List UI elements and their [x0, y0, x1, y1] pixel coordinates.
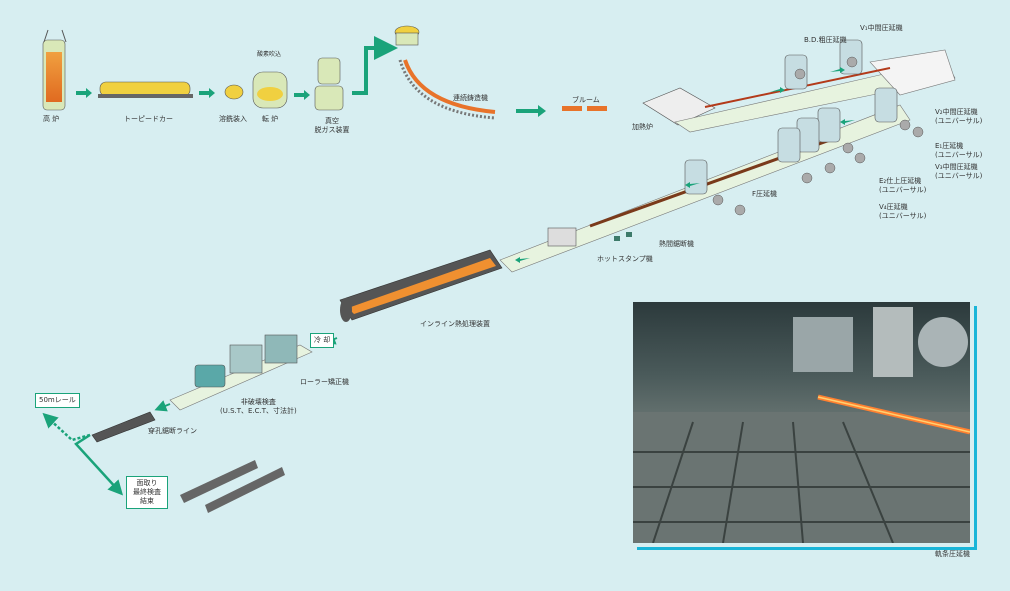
label-v3-mill: V₃中間圧延機(ユニバーサル): [935, 163, 982, 181]
roller-straightener-icon: [264, 334, 298, 364]
v4-name: V₄圧延機: [879, 203, 908, 211]
rail-mill-photo: [633, 302, 970, 543]
label-blast-furnace: 高 炉: [43, 115, 60, 123]
v4-sub: (ユニバーサル): [879, 212, 927, 220]
label-hot-saw: 熱間鋸断機: [659, 240, 694, 248]
v2-sub: (ユニバーサル): [935, 117, 983, 125]
ladle-icon: [224, 84, 244, 100]
label-drilling-sawing-line: 穿孔鋸断ライン: [148, 427, 197, 435]
label-torpedo-car: トーピードカー: [124, 115, 173, 123]
ndt-sub: (U.S.T、E.C.T、寸法計): [220, 407, 297, 415]
photo-caption: 軌条圧延機: [935, 550, 970, 558]
final-inspection: 最終検査: [133, 488, 161, 496]
label-bloom: ブルーム: [572, 96, 600, 104]
final-bundling: 結束: [140, 497, 154, 505]
label-f-mill: F圧延機: [752, 190, 778, 198]
final-chamfer: 面取り: [136, 479, 158, 487]
label-v2-mill: V₂中間圧延機(ユニバーサル): [935, 108, 982, 126]
drilling-sawing-line-icon: [91, 411, 156, 443]
label-hot-metal-charging: 溶銑装入: [219, 115, 247, 123]
hot-saw-icon: [614, 236, 620, 241]
e2-sub: (ユニバーサル): [879, 186, 927, 194]
vacuum-degasser-icon: [314, 57, 344, 111]
flow-arrows: [76, 88, 546, 117]
inline-heat-treatment-icon: [339, 249, 503, 322]
label-v1-mill: V₁中間圧延機: [860, 24, 903, 32]
cooling-bed: [869, 49, 956, 96]
v3-name: V₃中間圧延機: [935, 163, 978, 171]
label-converter: 転 炉: [262, 115, 279, 123]
label-vacuum: 真空: [325, 117, 339, 125]
ndt-name: 非破壊検査: [240, 398, 276, 406]
continuous-caster-icon: [394, 25, 496, 120]
mill-motors: [712, 56, 924, 216]
v2-name: V₂中間圧延機: [935, 108, 978, 116]
label-v4-mill: V₄圧延機(ユニバーサル): [879, 203, 926, 221]
e1-sub: (ユニバーサル): [935, 151, 983, 159]
label-50m-rail: 50mレール: [35, 393, 80, 408]
photo-frame: [637, 306, 977, 550]
torpedo-car-icon: [98, 81, 193, 98]
label-cooling: 冷 却: [310, 333, 335, 348]
label-degassing: 脱ガス装置: [314, 126, 350, 134]
label-oxygen-blowing: 酸素吹込: [257, 51, 282, 58]
reheating-furnace-icon: [642, 87, 716, 126]
label-roller-straightener: ローラー矯正機: [300, 378, 349, 386]
v3-sub: (ユニバーサル): [935, 172, 983, 180]
label-ndt: 非破壊検査(U.S.T、E.C.T、寸法計): [220, 398, 297, 416]
label-inline-heat-treatment: インライン熱処理装置: [420, 320, 490, 328]
rail-bundle-icon: [180, 460, 258, 503]
e1-name: E₁圧延機: [935, 142, 964, 150]
ndt-icon: [194, 364, 226, 388]
hot-stamp-icon: [547, 227, 577, 247]
converter-icon: [252, 71, 288, 109]
label-reheating-furnace: 加熱炉: [632, 123, 653, 131]
blast-furnace-icon: [42, 29, 67, 111]
bloom-icon: [562, 106, 582, 111]
label-e2-mill: E₂仕上圧延機(ユニバーサル): [879, 177, 926, 195]
label-vacuum-degassing: 真空脱ガス装置: [310, 117, 354, 135]
label-final-inspection: 面取り最終検査結束: [126, 476, 168, 509]
label-e1-mill: E₁圧延機(ユニバーサル): [935, 142, 982, 160]
label-hot-stamp: ホットスタンプ機: [597, 255, 653, 263]
e2-name: E₂仕上圧延機: [879, 177, 922, 185]
label-continuous-caster: 連続鋳造機: [453, 94, 488, 102]
label-bd-mill: B.D.粗圧延機: [804, 36, 847, 44]
